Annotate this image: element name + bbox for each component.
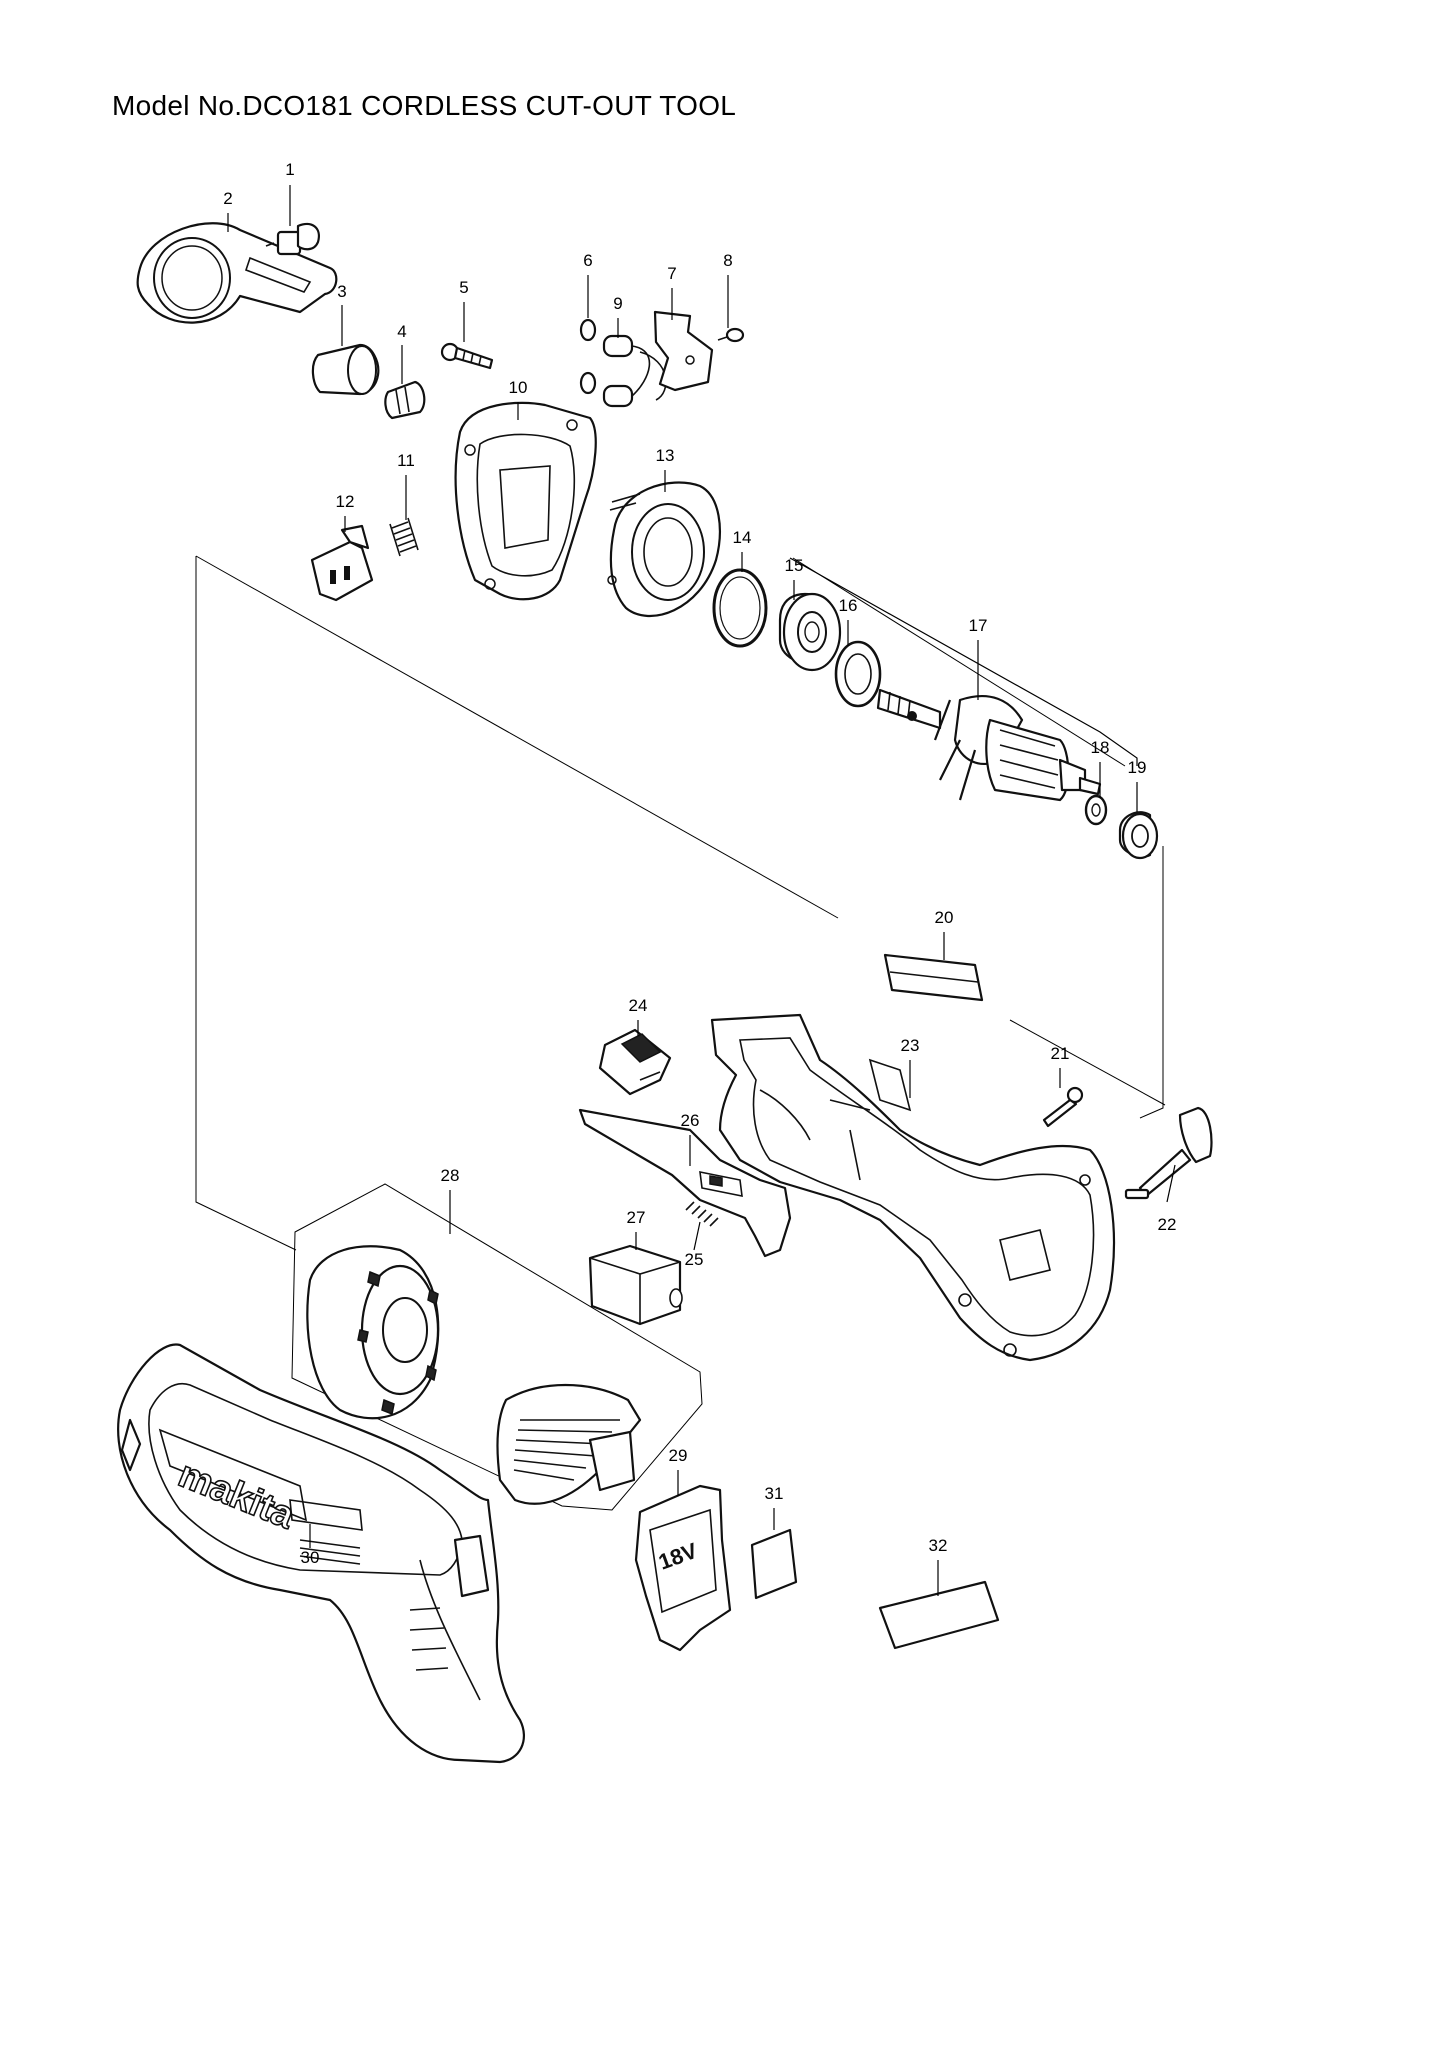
compression-spring-part [389, 517, 419, 557]
part-number-collet-cone: 4 [397, 322, 406, 341]
label-part [750, 1528, 798, 1600]
housing-part: makita [117, 1343, 525, 1764]
switch-spring-part [685, 1201, 719, 1227]
stator-and-controller-part [291, 1183, 703, 1511]
part-number-label: 31 [765, 1484, 784, 1503]
part-number-tapping-screw: 5 [459, 278, 468, 297]
caution-label-part [878, 1580, 1000, 1650]
plate-part [653, 310, 714, 392]
switch-lever-part [578, 1108, 792, 1258]
part-number-housing-set: 23 [901, 1036, 920, 1055]
part-number-front-cover: 10 [509, 378, 528, 397]
slide-switch-knob-part [598, 1028, 672, 1096]
part-number-pan-head-screw: 8 [723, 251, 732, 270]
part-number-terminal-cover: 29 [669, 1446, 688, 1465]
part-number-switch-spring: 25 [685, 1250, 704, 1269]
part-number-lock-button: 12 [336, 492, 355, 511]
collet-cone-part [384, 380, 426, 420]
lock-knob-part [265, 222, 320, 256]
flat-washer-part [834, 640, 882, 708]
part-number-led-circuit: 9 [613, 294, 622, 313]
name-plate-part [883, 953, 984, 1002]
led-circuit-part [602, 334, 667, 408]
part-number-switch-lever: 26 [681, 1111, 700, 1130]
part-number-caution-label: 32 [929, 1536, 948, 1555]
part-number-plate: 7 [667, 264, 676, 283]
tapping-screw-housing-part [1042, 1086, 1084, 1128]
part-number-compression-spring: 11 [397, 451, 415, 470]
rubber-ring-part [712, 568, 768, 648]
page-title: Model No.DCO181 CORDLESS CUT-OUT TOOL [112, 90, 737, 121]
part-number-slide-switch-knob: 24 [629, 996, 648, 1015]
part-number-rotor: 17 [969, 616, 988, 635]
part-number-rubber-ring: 14 [733, 528, 752, 547]
part-number-ball-bearing: 15 [785, 556, 804, 575]
part-number-insulation-washer: 18 [1091, 738, 1110, 757]
ball-bearing-part [778, 592, 842, 672]
part-number-housing: 30 [301, 1548, 320, 1567]
front-cover-part [454, 401, 597, 601]
pan-head-screw-part [717, 327, 745, 343]
collet-nut-part [311, 343, 380, 396]
part-number-depth-guide: 2 [223, 189, 232, 208]
assembly-guide-lines [195, 555, 1166, 1251]
part-number-lock-knob: 1 [285, 160, 294, 179]
part-number-bearing-box: 13 [656, 446, 675, 465]
part-number-labels: 1234567891011121314151617181920212223242… [223, 160, 1176, 1567]
housing-set-part [710, 1013, 1115, 1362]
hook-part [1124, 1106, 1213, 1200]
rotor-part [876, 688, 1102, 802]
part-number-hook: 22 [1158, 1215, 1177, 1234]
lock-button-part [310, 524, 374, 602]
bearing-box-part [607, 481, 721, 618]
switch-part [588, 1244, 683, 1326]
part-number-switch: 27 [627, 1208, 646, 1227]
part-number-flat-washer: 16 [839, 596, 858, 615]
part-number-stator-and-controller: 28 [441, 1166, 460, 1185]
part-number-tapping-screw-housing: 21 [1051, 1044, 1070, 1063]
part-number-collet-nut: 3 [337, 282, 346, 301]
terminal-cover-part: 18V [634, 1484, 732, 1652]
part-number-o-ring: 6 [583, 251, 592, 270]
tapping-screw-part [440, 342, 494, 370]
part-number-name-plate: 20 [935, 908, 954, 927]
leader-lines [227, 185, 1176, 1596]
insulation-washer-part [1084, 794, 1108, 826]
part-number-ball-bearing-small: 19 [1128, 758, 1147, 777]
depth-guide-part [136, 222, 338, 324]
o-ring-part [579, 318, 597, 395]
ball-bearing-small-part [1118, 811, 1159, 860]
